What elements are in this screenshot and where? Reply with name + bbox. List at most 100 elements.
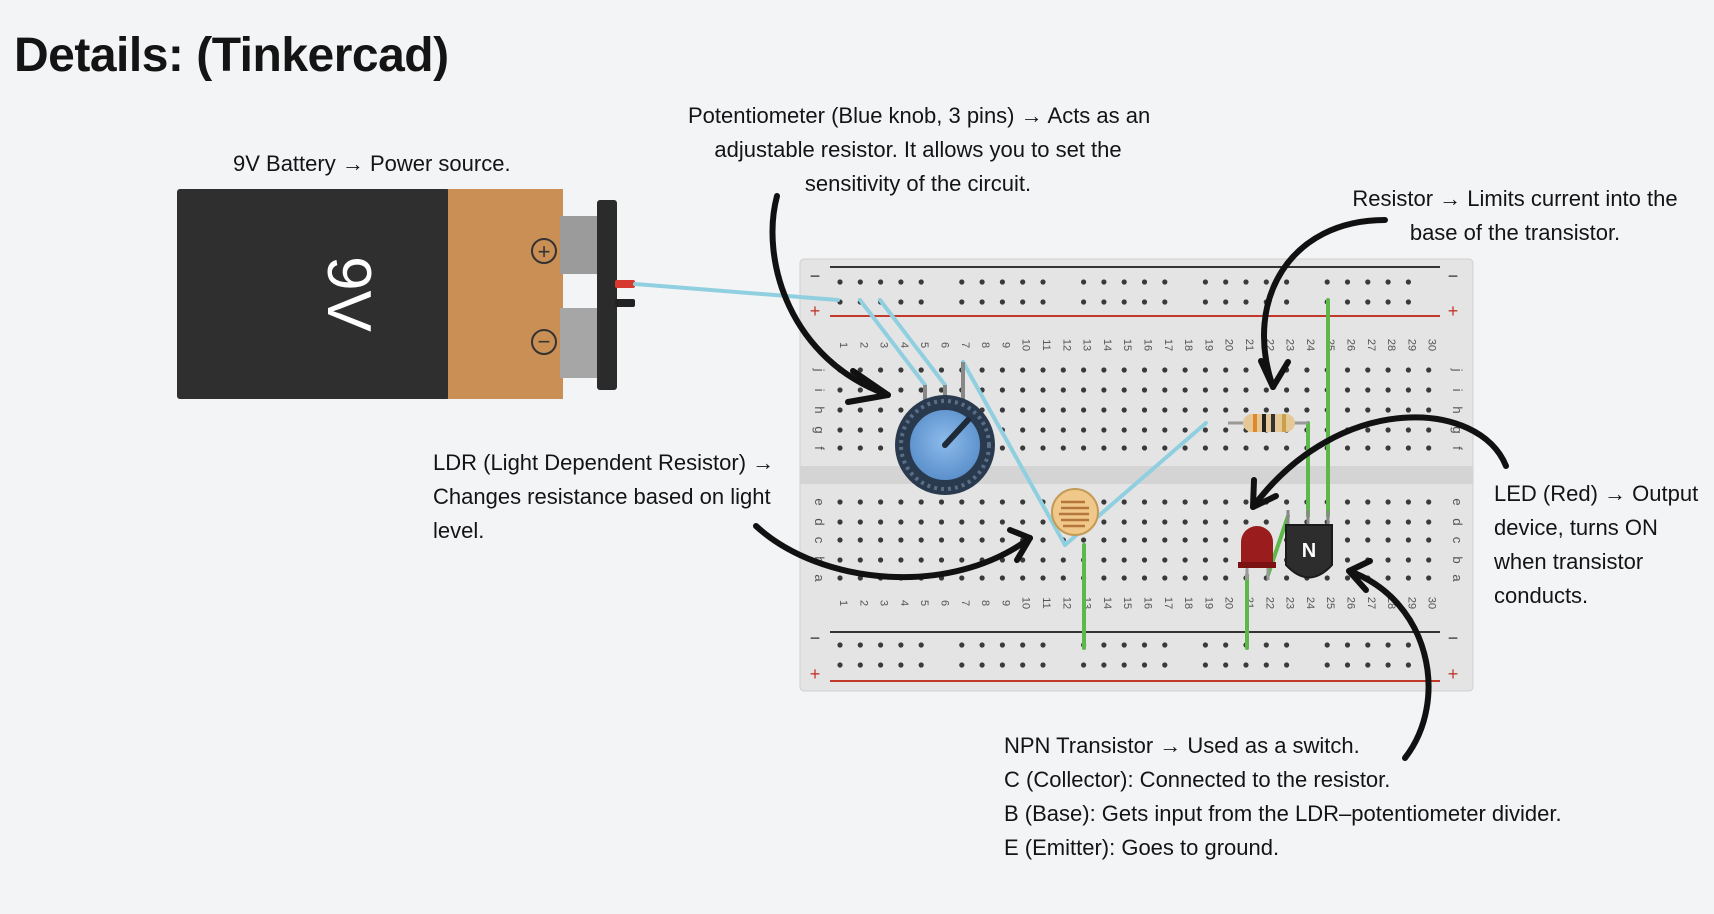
rail-hole [898,279,904,285]
terminal-hole [1202,445,1208,451]
terminal-hole [1426,387,1432,393]
rail-hole [1263,279,1269,285]
terminal-hole [1101,499,1107,505]
terminal-hole [1040,427,1046,433]
terminal-hole [857,407,863,413]
terminal-hole [898,557,904,563]
rail-hole [1081,299,1087,305]
terminal-hole [1385,445,1391,451]
terminal-hole [1162,519,1168,525]
terminal-hole [878,445,884,451]
terminal-hole [1385,575,1391,581]
terminal-hole [1121,407,1127,413]
row-label: f [812,446,827,450]
arrow-resistor-head [1258,358,1291,390]
transistor: N [1285,510,1333,579]
resistor-label-line: Resistor → Limits current into the [1352,186,1678,211]
battery-lead-red [615,280,635,288]
terminal-hole [999,537,1006,543]
terminal-hole [1426,367,1432,373]
ldr-track [1059,500,1089,528]
annotation-arrows [753,193,1509,761]
terminal-hole [1121,519,1127,525]
potentiometer [895,362,995,495]
terminal-hole [1385,519,1391,525]
rail-sign-minus: − [1448,628,1459,648]
column-label: 11 [1040,339,1052,350]
terminal-hole [938,519,945,525]
terminal-hole [959,499,965,505]
terminal-hole [1182,499,1188,505]
column-label: 30 [1426,339,1438,351]
potentiometer-label-line: Potentiometer (Blue knob, 3 pins) → Acts… [688,103,1151,128]
terminal-hole [1101,427,1107,433]
terminal-hole [1141,445,1148,451]
terminal-hole [1426,575,1432,581]
terminal-hole [1243,519,1249,525]
rail-hole [1040,662,1046,668]
terminal-hole [1162,537,1168,543]
terminal-hole [1284,387,1290,393]
terminal-hole [1020,407,1026,413]
terminal-hole [1101,575,1107,581]
wire-battery-to-rail [633,282,840,302]
terminal-hole [1060,407,1066,413]
terminal-hole [1182,445,1188,451]
column-label: 1 [837,600,849,606]
row-label: g [812,426,827,433]
row-label: a [812,574,827,582]
terminal-hole [1121,557,1127,563]
transistor-label-line: E (Emitter): Goes to ground. [1004,835,1280,860]
terminal-hole [1405,367,1411,373]
terminal-hole [1243,387,1249,393]
rail-sign-plus: + [810,301,821,321]
terminal-hole [1365,537,1371,543]
transistor-label-line: B (Base): Gets input from the LDR–potent… [1004,801,1562,826]
rail-hole [837,642,843,648]
terminal-hole [1284,575,1290,581]
terminal-hole [1141,367,1148,373]
resistor-band [1262,414,1266,432]
terminal-hole [1202,387,1208,393]
rail-hole [1223,299,1229,305]
terminal-hole [1182,427,1188,433]
terminal-hole [1162,445,1168,451]
terminal-hole [878,427,884,433]
column-label: 26 [1345,597,1357,609]
terminal-hole [1040,407,1046,413]
terminal-hole [918,387,924,393]
terminal-hole [1060,445,1066,451]
battery-terminal-block [560,308,602,378]
transistor-body [1285,524,1333,579]
terminal-hole [1243,445,1249,451]
terminal-hole [837,427,843,433]
row-label: g [1450,426,1465,433]
terminal-hole [898,537,904,543]
rail-hole [1020,642,1026,648]
rail-hole [1101,299,1107,305]
battery-plus-terminal [531,238,557,264]
terminal-hole [857,557,863,563]
terminal-hole [1081,367,1087,373]
terminal-hole [857,519,863,525]
column-label: 20 [1223,597,1235,609]
terminal-hole [1060,367,1066,373]
rail-hole [979,299,985,305]
terminal-hole [857,445,863,451]
ldr-body [1051,488,1099,536]
rail-hole [1141,662,1148,668]
terminal-hole [1182,407,1188,413]
terminal-hole [878,407,884,413]
row-label: e [812,498,827,505]
led-flange [1238,562,1276,568]
terminal-hole [1040,557,1046,563]
battery-label-line: 9V Battery → Power source. [233,151,511,176]
rail-hole [918,279,924,285]
column-label: 9 [999,600,1011,606]
terminal-hole [1162,387,1168,393]
rail-hole [1385,662,1391,668]
terminal-hole [1223,575,1229,581]
terminal-hole [959,519,965,525]
terminal-hole [1405,575,1411,581]
